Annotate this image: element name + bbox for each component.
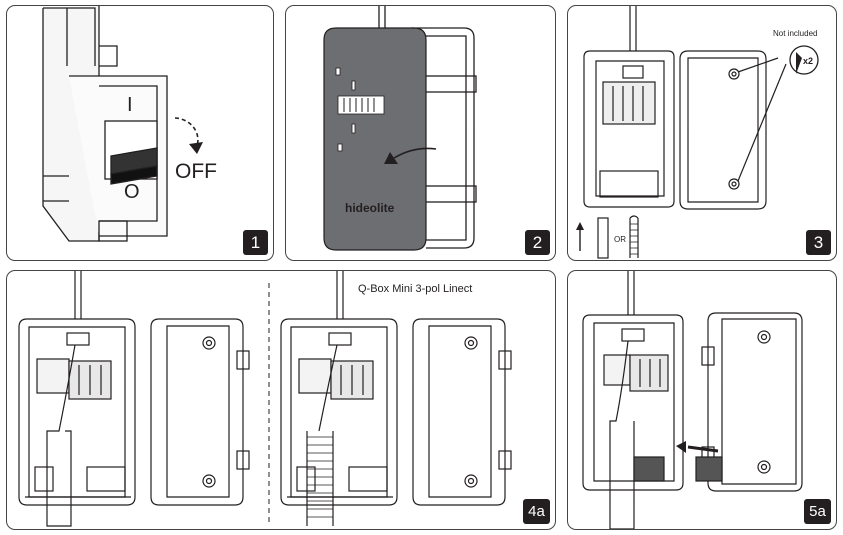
corrugated-conduit bbox=[630, 223, 638, 255]
rotation-arrow-icon bbox=[174, 117, 199, 147]
screw-icon bbox=[796, 52, 802, 74]
step-badge: 2 bbox=[525, 230, 550, 255]
cover-shape bbox=[323, 27, 427, 251]
switch-on-marker: I bbox=[127, 94, 133, 116]
corrugated-conduit bbox=[307, 436, 333, 518]
switch-off-marker: O bbox=[124, 181, 140, 203]
not-included-note: Not included bbox=[773, 29, 817, 38]
breaker-illustration: I O OFF bbox=[42, 6, 217, 242]
product-name: Q-Box Mini 3-pol Linect bbox=[358, 283, 472, 295]
or-label: OR bbox=[614, 235, 626, 244]
step-1-panel: I O OFF 1 bbox=[6, 5, 274, 261]
move-arrow-icon bbox=[687, 445, 719, 453]
step-badge: 3 bbox=[806, 230, 831, 255]
arrowhead-icon bbox=[189, 142, 203, 154]
off-label: OFF bbox=[175, 160, 217, 183]
removal-arrow-icon bbox=[393, 147, 437, 159]
step-badge: 4a bbox=[523, 499, 550, 524]
step-badge: 1 bbox=[243, 230, 268, 255]
step-badge: 5a bbox=[804, 499, 831, 524]
arrowhead-icon bbox=[676, 441, 686, 453]
step-3-panel: OR Not included x2 3 bbox=[567, 5, 837, 261]
step-2-panel: hideolite 2 bbox=[285, 5, 556, 261]
screw-quantity: x2 bbox=[803, 56, 813, 66]
step-4a-panel: Q-Box Mini 3-pol Linect 4a bbox=[6, 270, 556, 530]
step-5a-panel: 5a bbox=[567, 270, 837, 530]
arrowhead-icon bbox=[576, 222, 584, 230]
arrowhead-icon bbox=[384, 152, 398, 164]
cable-clamp-illustration bbox=[582, 271, 803, 529]
box-mounting-illustration: OR Not included x2 bbox=[576, 6, 819, 259]
cover-removal-illustration: hideolite bbox=[323, 6, 477, 251]
wiring-illustration: Q-Box Mini 3-pol Linect bbox=[18, 271, 512, 527]
brand-logo: hideolite bbox=[345, 201, 395, 215]
